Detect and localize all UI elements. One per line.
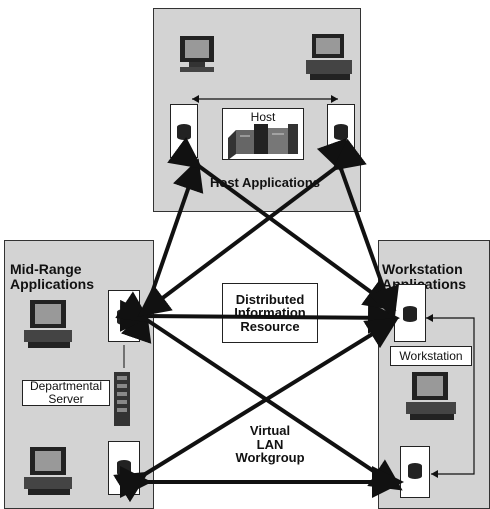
departmental-label-line2: Server xyxy=(48,392,84,406)
midrange-label-line2: Applications xyxy=(10,275,95,292)
database-icon xyxy=(408,463,422,479)
monitor-icon xyxy=(406,372,456,420)
database-icon xyxy=(334,124,348,140)
monitor-icon xyxy=(24,447,72,495)
database-icon xyxy=(403,306,417,322)
database-icon xyxy=(117,309,131,325)
connection-arrows xyxy=(113,136,404,503)
computer-icon xyxy=(306,34,352,80)
host-label: Host xyxy=(250,110,276,124)
monitor-icon xyxy=(24,300,72,348)
departmental-label-line1: Departmental xyxy=(29,379,103,394)
workstation-apps-label-line1: Workstation xyxy=(382,261,463,277)
database-icon xyxy=(117,460,131,476)
departmental-server-box: Departmental Server xyxy=(22,380,110,406)
midrange-applications-label: Mid-Range Applications xyxy=(10,262,110,291)
database-icon xyxy=(177,124,191,140)
mainframe-icon xyxy=(228,124,298,160)
server-rack-icon xyxy=(114,372,130,426)
midrange-label-line1: Mid-Range xyxy=(10,261,82,277)
monitor-icon xyxy=(180,36,214,72)
